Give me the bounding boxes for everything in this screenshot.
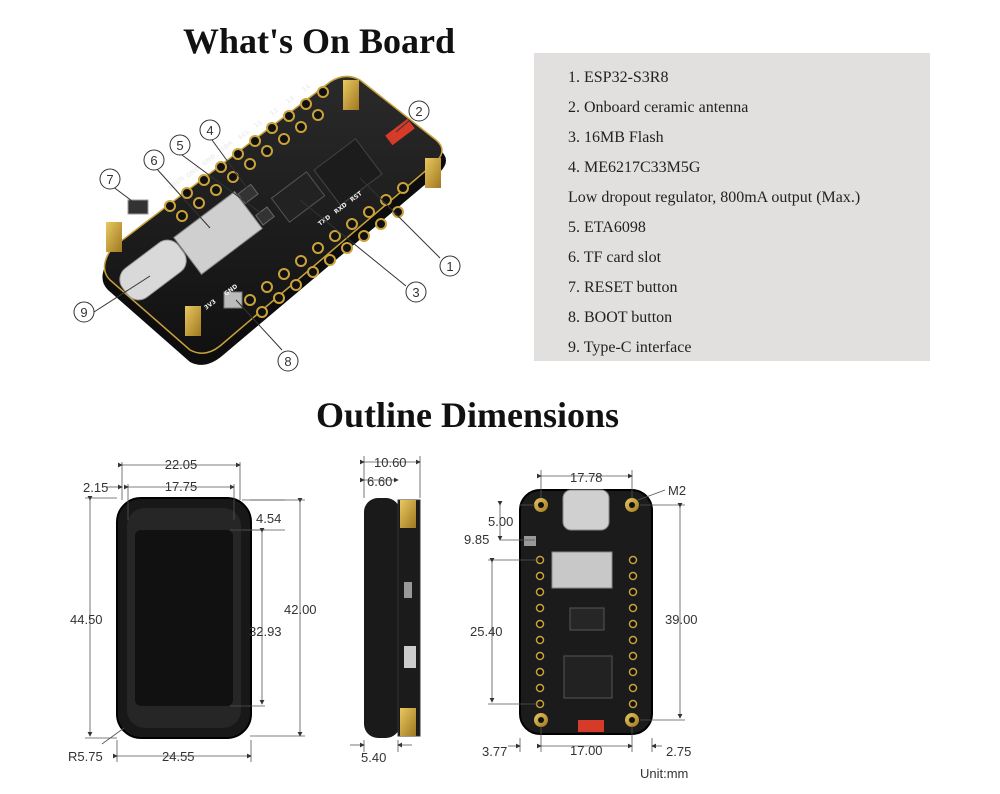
silk-pin-label: 14 xyxy=(301,83,312,94)
callout-8 xyxy=(277,350,299,372)
side-standoff xyxy=(400,500,416,528)
callout-number: 9 xyxy=(80,305,87,320)
legend-item: 1. ESP32-S3R8 xyxy=(568,69,669,86)
back-button xyxy=(524,536,536,546)
side-dim-lines xyxy=(350,456,421,752)
side-usb xyxy=(404,646,416,668)
legend-item: 5. ETA6098 xyxy=(568,219,646,236)
board-3d-view: 3V3 GND TXD RXD RST VBUS GND GND SDA SCL… xyxy=(102,75,446,365)
callout-number: 4 xyxy=(206,123,213,138)
callout-2 xyxy=(408,100,430,122)
callout-number: 2 xyxy=(415,104,422,119)
front-dim-lines xyxy=(85,462,305,762)
tf-card-slot xyxy=(173,191,263,275)
callout-9 xyxy=(73,301,95,323)
front-screen xyxy=(135,530,233,706)
back-left-margin: 3.77 xyxy=(482,744,507,759)
side-pcb xyxy=(397,499,421,737)
back-hole-label: M2 xyxy=(668,483,686,498)
boot-button xyxy=(223,291,243,309)
back-esp32 xyxy=(563,655,613,699)
legend-item: 9. Type-C interface xyxy=(568,339,692,356)
callout-number: 6 xyxy=(150,153,157,168)
back-header-right xyxy=(628,555,638,709)
back-hole-spacing-y: 39.00 xyxy=(665,612,698,627)
front-height-inner: 42.00 xyxy=(284,602,317,617)
front-screen-height: 32.93 xyxy=(249,624,282,639)
callout-6 xyxy=(143,149,165,171)
unit-label: Unit:mm xyxy=(640,766,688,781)
back-hole-spacing-x: 17.78 xyxy=(570,470,603,485)
front-width-bottom: 24.55 xyxy=(162,749,195,764)
esp32-chip xyxy=(313,138,383,206)
back-top-to-button: 9.85 xyxy=(464,532,489,547)
front-height-total: 44.50 xyxy=(70,612,103,627)
back-header-left xyxy=(535,555,545,709)
component-legend: 1. ESP32-S3R8 2. Onboard ceramic antenna… xyxy=(534,53,930,361)
side-view: 10.60 6.60 5.40 xyxy=(350,455,421,765)
back-flash xyxy=(569,607,605,631)
callout-number: 8 xyxy=(284,354,291,369)
dimensions-section-title: Outline Dimensions xyxy=(316,395,620,435)
back-right-margin: 2.75 xyxy=(666,744,691,759)
side-depth-case: 6.60 xyxy=(367,474,392,489)
standoffs xyxy=(106,80,441,336)
callout-numbers: 1 2 3 4 5 6 7 8 9 xyxy=(80,104,453,369)
reset-button xyxy=(127,199,149,215)
callout-3 xyxy=(405,281,427,303)
front-bezel-left: 2.15 xyxy=(83,480,108,495)
callout-4 xyxy=(199,119,221,141)
side-depth-total: 10.60 xyxy=(374,455,407,470)
side-standoff xyxy=(400,708,416,736)
side-case xyxy=(364,498,400,738)
back-bottom-spacing: 17.00 xyxy=(570,743,603,758)
callouts xyxy=(73,100,461,372)
header-pins-top xyxy=(164,86,329,222)
legend-item: 2. Onboard ceramic antenna xyxy=(568,99,749,116)
legend-item: 4. ME6217C33M5G xyxy=(568,159,701,176)
callout-1 xyxy=(439,255,461,277)
callout-7 xyxy=(99,168,121,190)
legend-item: 6. TF card slot xyxy=(568,249,662,266)
charger-chip xyxy=(255,206,275,226)
back-usb-c xyxy=(562,489,610,531)
silk-pin-label: 11 xyxy=(253,119,264,130)
legend-item: 3. 16MB Flash xyxy=(568,129,664,146)
back-view: 17.78 M2 5.00 9.85 25.40 39.00 3.77 17.0… xyxy=(464,470,698,781)
back-antenna xyxy=(578,720,604,732)
ceramic-antenna xyxy=(385,118,415,146)
front-view: 22.05 2.15 17.75 4.54 44.50 42.00 32.93 … xyxy=(68,457,317,764)
silk-pin-label: 12 xyxy=(269,107,280,118)
board-section-title: What's On Board xyxy=(183,21,456,61)
front-top-offset: 4.54 xyxy=(256,511,281,526)
legend-item: 7. RESET button xyxy=(568,279,678,296)
flash-chip xyxy=(270,171,326,223)
back-tf-slot xyxy=(551,551,613,589)
silk-pin-label: SDA xyxy=(219,139,235,153)
back-mount-holes-inner xyxy=(538,502,635,723)
legend-item-note: Low dropout regulator, 800mA output (Max… xyxy=(568,189,861,206)
callout-number: 1 xyxy=(446,259,453,274)
callout-number: 5 xyxy=(176,138,183,153)
silk-pin-label: 13 xyxy=(285,95,296,106)
back-dim-lines xyxy=(488,470,685,752)
callout-number: 7 xyxy=(106,172,113,187)
callout-5 xyxy=(169,134,191,156)
front-width-outer: 22.05 xyxy=(165,457,198,472)
back-top-to-header: 5.00 xyxy=(488,514,513,529)
legend-item: 8. BOOT button xyxy=(568,309,673,326)
front-screen-width: 17.75 xyxy=(165,479,198,494)
callout-number: 3 xyxy=(412,285,419,300)
silk-pin-label: GND xyxy=(201,153,217,168)
back-header-length: 25.40 xyxy=(470,624,503,639)
side-depth-bottom: 5.40 xyxy=(361,750,386,765)
front-corner-radius: R5.75 xyxy=(68,749,103,764)
header-pins-bottom xyxy=(244,182,409,318)
side-button xyxy=(404,582,412,598)
